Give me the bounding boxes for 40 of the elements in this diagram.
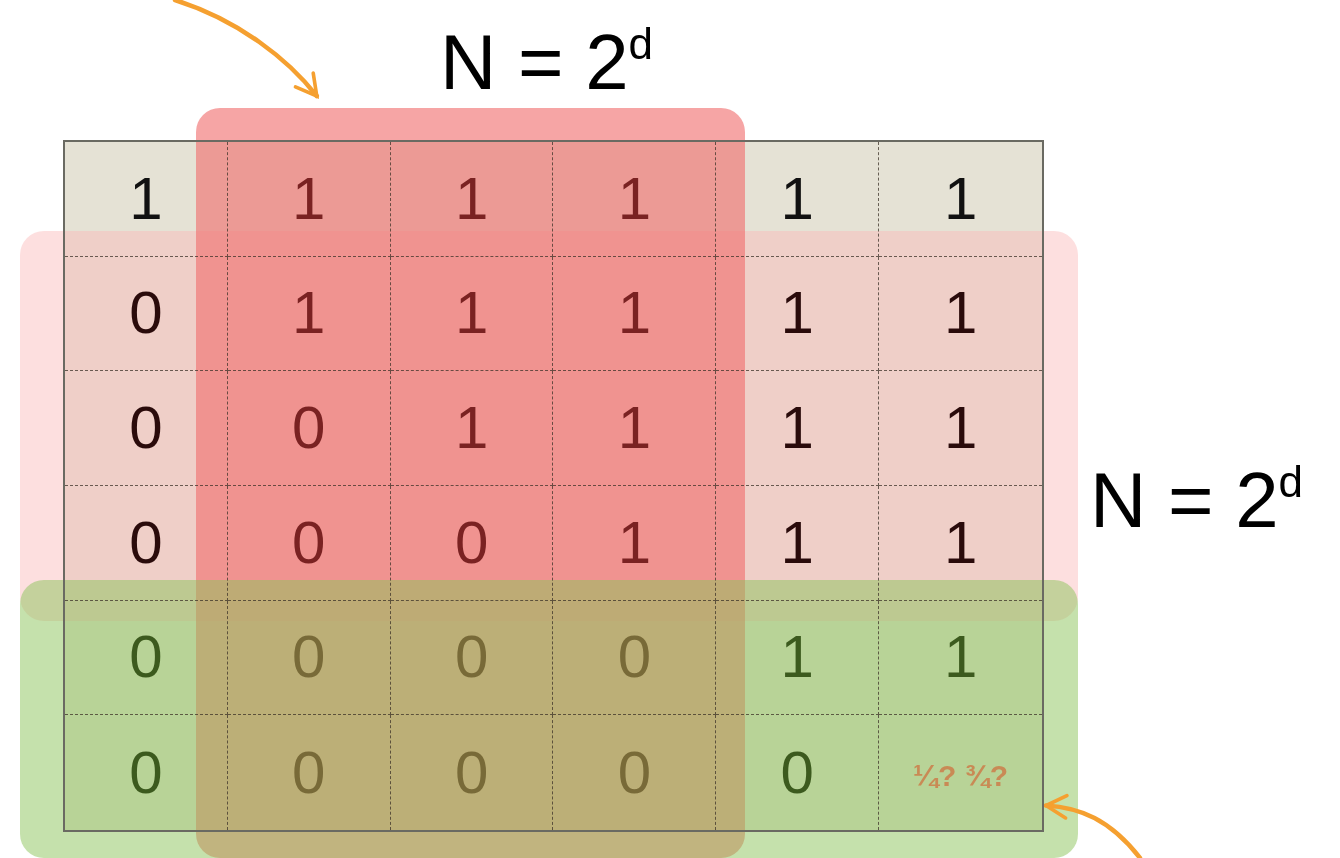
- table-cell: 0: [716, 715, 880, 830]
- table-cell: 1: [879, 486, 1042, 601]
- table-cell: 0: [390, 600, 554, 716]
- table-cell: 1: [227, 142, 391, 257]
- table-cell: 0: [553, 600, 717, 716]
- table-cell: 1: [879, 600, 1042, 716]
- table-cell: 0: [65, 600, 228, 716]
- table-cell: 1: [390, 371, 554, 486]
- table-cell: 0: [390, 486, 554, 601]
- table-cell: ¼? ¾?: [879, 715, 1042, 830]
- table-cell: 1: [553, 486, 717, 601]
- formula-label: N = 2$^{d}$: [440, 22, 654, 101]
- arrow: [1043, 794, 1143, 858]
- table-cell: 0: [390, 715, 554, 830]
- table-cell: 1: [553, 256, 717, 372]
- table-cell: 1: [716, 256, 880, 372]
- table-cell: 1: [65, 142, 228, 257]
- table-cell: 1: [390, 256, 554, 372]
- table-cell: 0: [65, 715, 228, 830]
- table-cell: 0: [65, 256, 228, 372]
- table-cell: 0: [227, 715, 391, 830]
- table-cell: 0: [553, 715, 717, 830]
- table-cell: 1: [716, 600, 880, 716]
- table-cell: 0: [227, 486, 391, 601]
- table-cell: 1: [553, 142, 717, 257]
- table-cell: 0: [65, 371, 228, 486]
- table-cell: 1: [390, 142, 554, 257]
- table-cell: 1: [716, 371, 880, 486]
- table-cell: 1: [879, 142, 1042, 257]
- table-cell: 0: [227, 371, 391, 486]
- table-cell: 1: [716, 486, 880, 601]
- table-cell: 1: [227, 256, 391, 372]
- table-cell: 1: [553, 371, 717, 486]
- table-cell: 1: [716, 142, 880, 257]
- arrow: [172, 0, 320, 99]
- table-cell: 0: [227, 600, 391, 716]
- table-cell: 0: [65, 486, 228, 601]
- formula-label: N = 2$^{d}$: [1090, 460, 1304, 539]
- table-cell: 1: [879, 256, 1042, 372]
- table-cell: 1: [879, 371, 1042, 486]
